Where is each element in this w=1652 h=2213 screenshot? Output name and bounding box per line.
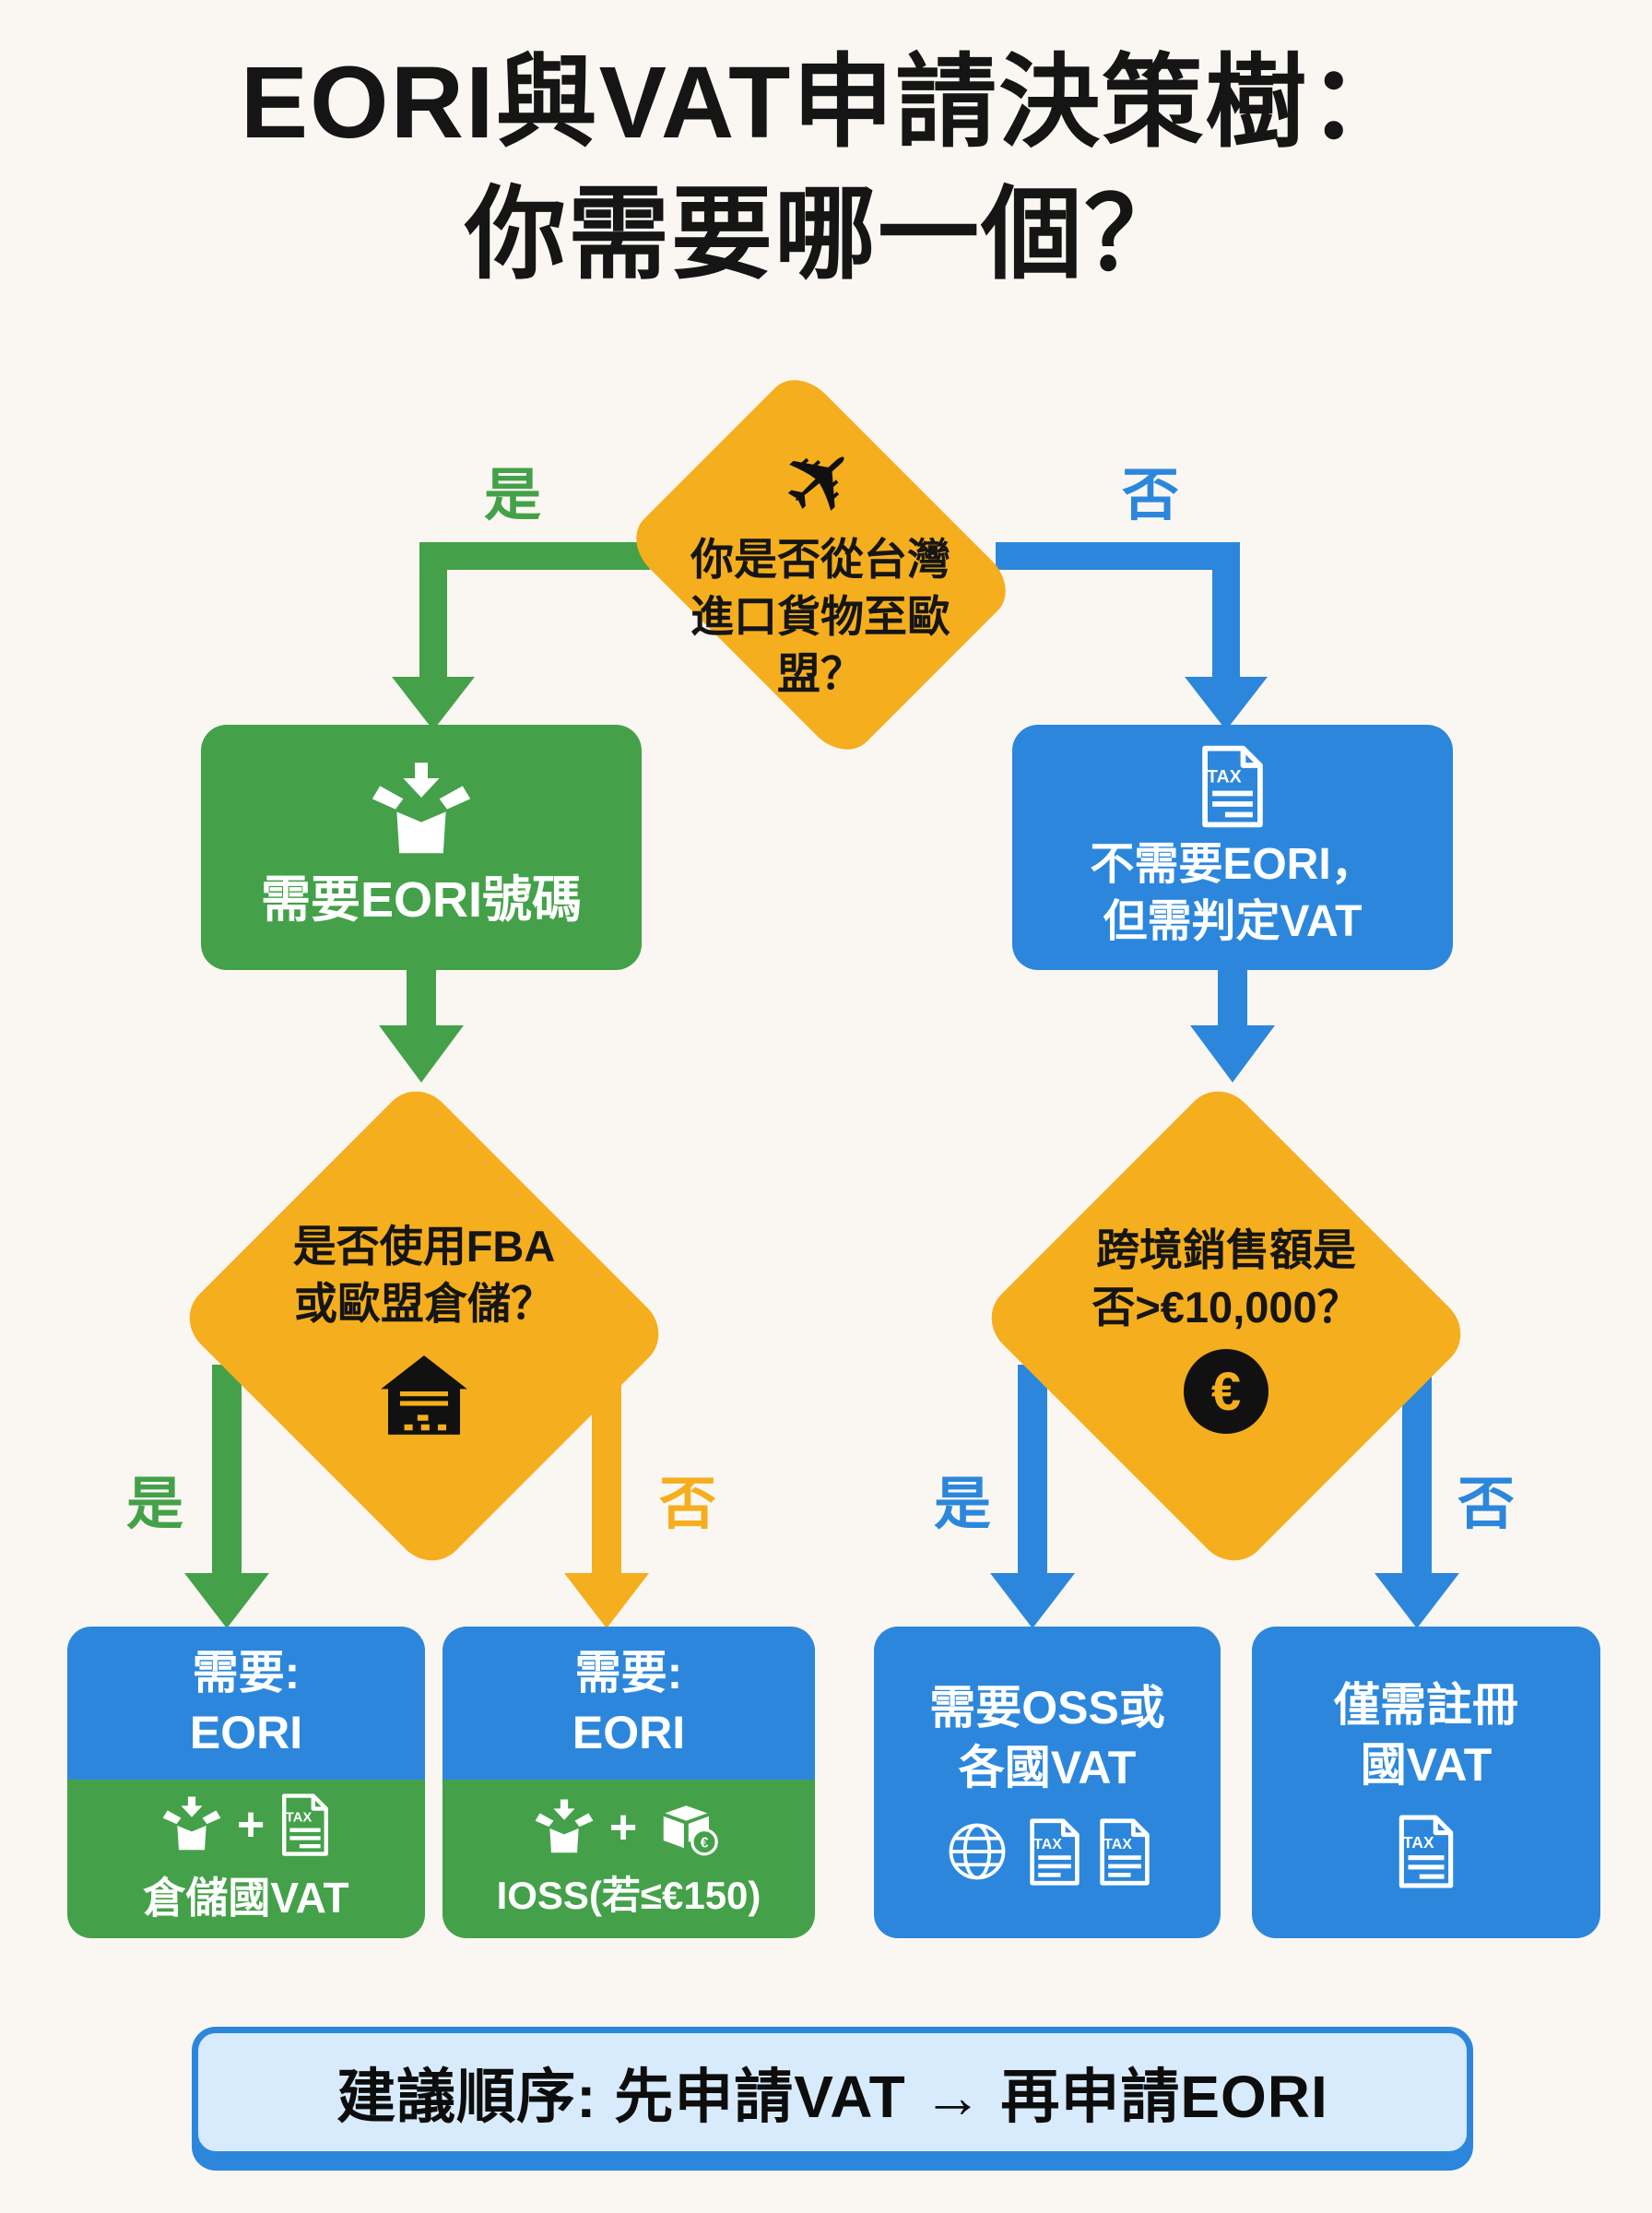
svg-text:TAX: TAX (1207, 766, 1242, 787)
node-no-eori-label: 不需要EORI， 但需判定VAT (1090, 839, 1375, 946)
warehouse-icon (381, 1355, 467, 1435)
node-no-eori: TAX 不需要EORI， 但需判定VAT (1012, 725, 1453, 970)
connector-import-no-horizontal (996, 542, 1240, 570)
result-3-body: 需要OSS或 各國VAT TAX (874, 1627, 1221, 1938)
plus-sign: + (236, 1798, 266, 1852)
result-1-sub: 倉儲國VAT (143, 1874, 349, 1922)
label-fba-no: 否 (658, 1473, 716, 1536)
node-need-eori: 需要EORI號碼 (201, 725, 642, 970)
svg-text:TAX: TAX (1033, 1836, 1062, 1852)
connector-threshold-yes (1018, 1365, 1047, 1579)
decision-diamond-threshold: 跨境銷售額是 否>€10,000？ € (1023, 1180, 1429, 1475)
svg-text:€: € (701, 1835, 709, 1851)
tax-document-icon: TAX (1398, 1815, 1454, 1888)
decision-diamond-import: ✈ 你是否從台灣 進口貨物至歐 盟？ (608, 408, 1032, 730)
title-line-2: 你需要哪一個？ (465, 178, 1187, 291)
question-import-text: 你是否從台灣 進口貨物至歐 盟？ (690, 534, 950, 699)
package-import-icon (162, 1796, 221, 1851)
decision-diamond-fba: 是否使用FBA 或歐盟倉儲？ (221, 1180, 627, 1475)
plus-sign: + (608, 1800, 638, 1854)
tax-document-icon: TAX (1100, 1817, 1150, 1886)
connector-fba-yes (212, 1365, 242, 1579)
svg-text:TAX: TAX (1403, 1833, 1434, 1852)
title-line-1: EORI與VAT申請決策樹： (240, 46, 1412, 160)
svg-text:TAX: TAX (1103, 1836, 1132, 1852)
package-import-icon (535, 1798, 594, 1852)
result-3-title: 需要OSS或 各國VAT (929, 1682, 1165, 1793)
globe-icon (949, 1823, 1006, 1880)
airplane-icon: ✈ (758, 417, 883, 544)
connector-import-yes-vertical (419, 542, 447, 682)
tax-document-icon: TAX (1202, 745, 1263, 827)
result-1-top: 需要: EORI (67, 1627, 425, 1780)
result-2-title: 需要: EORI (572, 1647, 686, 1758)
tax-document-icon: TAX (1030, 1817, 1080, 1886)
svg-text:TAX: TAX (286, 1811, 313, 1826)
result-2-sub: IOSS(若≤€150) (496, 1873, 761, 1917)
result-card-oss-vat: 需要OSS或 各國VAT TAX (874, 1627, 1221, 1938)
result-4-title: 僅需註冊 國VAT (1334, 1679, 1518, 1791)
tax-document-icon: TAX (282, 1793, 329, 1856)
arrowhead-threshold-yes (990, 1573, 1075, 1628)
label-import-no: 否 (1121, 464, 1179, 527)
arrowhead-threshold-no (1375, 1573, 1459, 1628)
package-euro-icon: € (663, 1805, 719, 1855)
result-card-home-vat: 僅需註冊 國VAT TAX (1252, 1627, 1600, 1938)
connector-vat-down (1218, 968, 1247, 1031)
recommendation-text: 建議順序: 先申請VAT → 再申請EORI (336, 2064, 1328, 2130)
question-threshold-text: 跨境銷售額是 否>€10,000？ (1092, 1225, 1361, 1331)
connector-eori-down (407, 968, 436, 1031)
label-fba-yes: 是 (125, 1473, 183, 1536)
label-import-yes: 是 (483, 464, 541, 527)
arrowhead-import-yes (392, 677, 475, 730)
package-import-icon (372, 763, 471, 854)
result-card-eori-warehouse-vat: 需要: EORI + TAX 倉儲國VAT (67, 1627, 425, 1938)
result-2-icons: + € (534, 1798, 724, 1857)
connector-import-yes-horizontal (419, 542, 650, 570)
result-2-top: 需要: EORI (442, 1627, 815, 1780)
result-2-bottom: + € IOSS(若≤€150) (442, 1780, 815, 1938)
euro-coin-icon: € (1184, 1349, 1268, 1435)
arrowhead-import-no (1185, 677, 1268, 730)
result-1-bottom: + TAX 倉儲國VAT (67, 1780, 425, 1938)
node-need-eori-label: 需要EORI號碼 (260, 871, 583, 928)
arrowhead-eori-down (379, 1025, 464, 1083)
result-3-icons: TAX TAX (942, 1817, 1152, 1887)
label-threshold-yes: 是 (933, 1473, 991, 1536)
result-card-eori-ioss: 需要: EORI + € IOSS(若≤€150) (442, 1627, 815, 1938)
connector-import-no-vertical (1212, 542, 1240, 682)
arrowhead-fba-yes (184, 1573, 269, 1628)
page-title: EORI與VAT申請決策樹： 你需要哪一個？ (0, 37, 1652, 301)
label-threshold-no: 否 (1457, 1473, 1515, 1536)
result-4-body: 僅需註冊 國VAT TAX (1252, 1627, 1600, 1938)
arrowhead-vat-down (1190, 1025, 1275, 1083)
arrowhead-fba-no (564, 1573, 649, 1628)
recommendation-banner: 建議順序: 先申請VAT → 再申請EORI (192, 2027, 1473, 2158)
result-1-icons: + TAX (161, 1793, 331, 1857)
result-1-title: 需要: EORI (189, 1647, 303, 1758)
question-fba-text: 是否使用FBA 或歐盟倉儲？ (292, 1221, 556, 1328)
